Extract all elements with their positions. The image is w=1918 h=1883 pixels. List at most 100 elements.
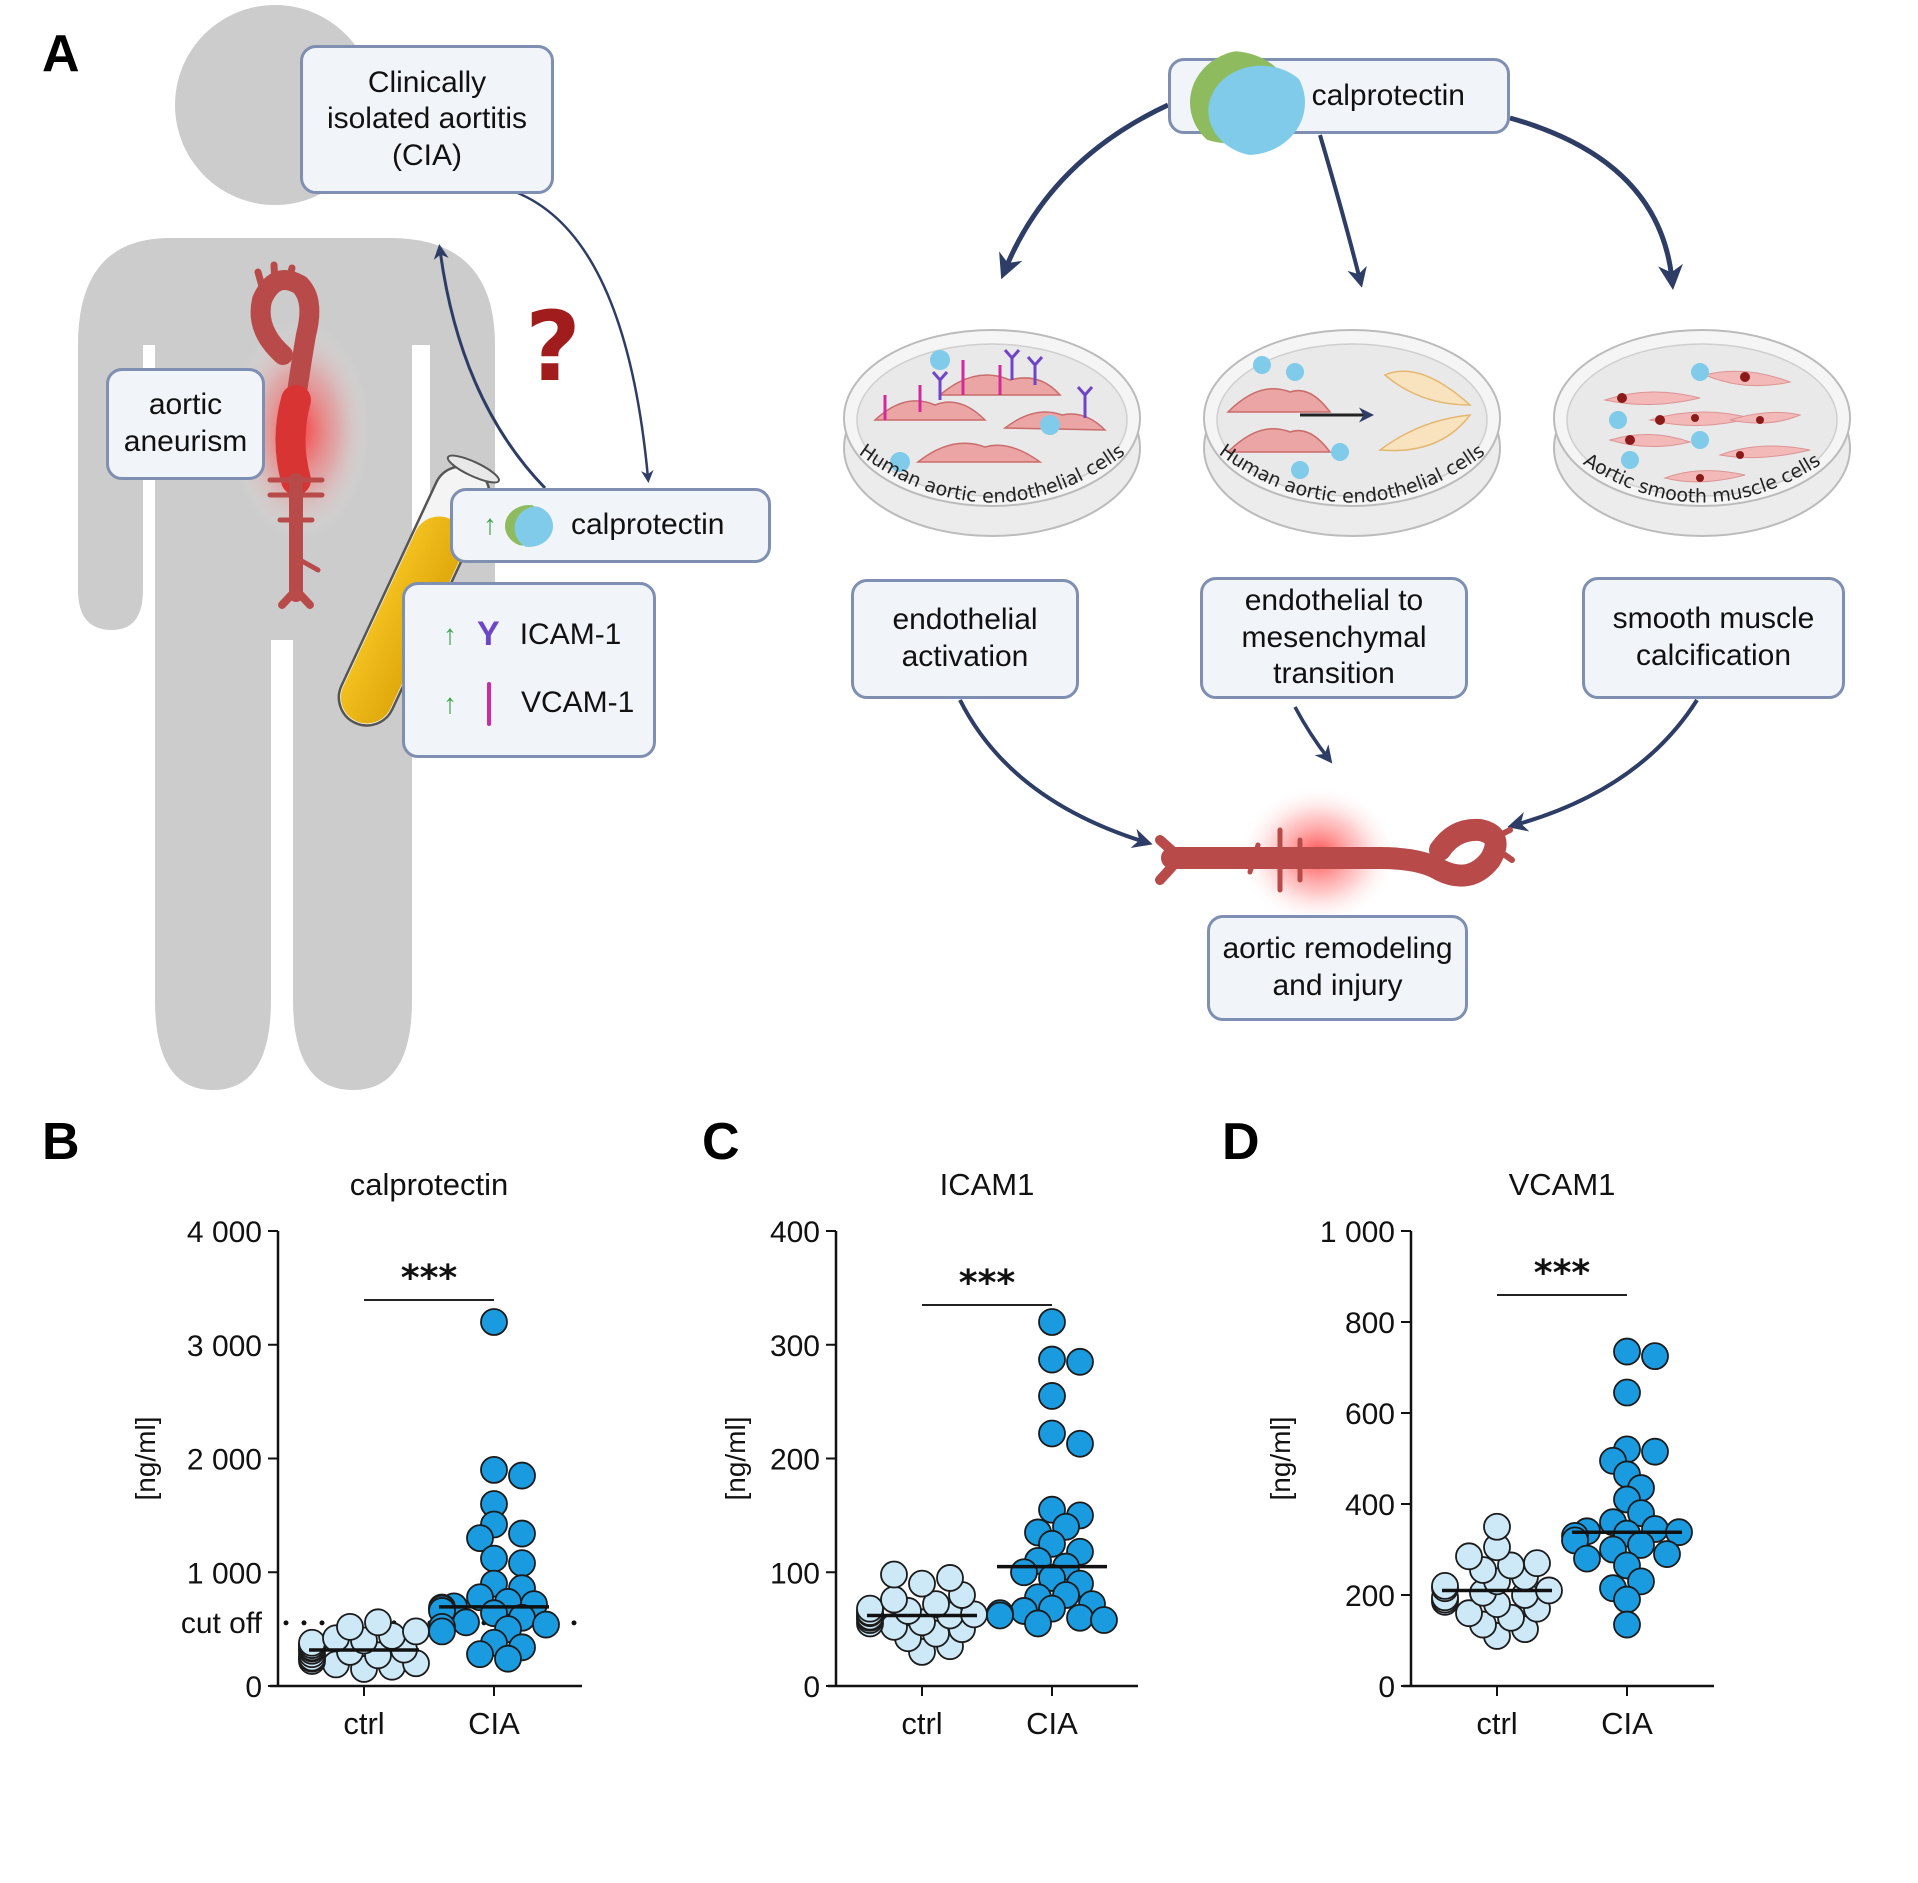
y-tick-label: 400: [770, 1216, 820, 1249]
vcam-molecule-icon: [487, 681, 491, 726]
data-point-cia: [1613, 1337, 1641, 1366]
data-point-ctrl: [402, 1617, 430, 1646]
emt-box: endothelial to mesenchymal transition: [1200, 577, 1468, 699]
aorta-horizontal-icon: [1155, 818, 1515, 893]
calprotectin-protein-icon: [1190, 50, 1305, 155]
data-point-cia: [466, 1640, 494, 1669]
data-point-cia: [1613, 1610, 1641, 1639]
data-point-ctrl: [1455, 1542, 1483, 1571]
y-tick-label: 4 000: [187, 1216, 262, 1249]
arrow-cia-to-calprotectin: [509, 188, 654, 483]
panel-label-d: D: [1222, 1113, 1260, 1171]
data-point-cia: [1066, 1429, 1094, 1458]
x-tick-label: CIA: [1601, 1706, 1653, 1741]
data-point-cia: [1038, 1308, 1066, 1336]
blood-calprotectin-box: ↑ calprotectin: [450, 488, 771, 563]
arrow-emt-to-remodeling: [1293, 706, 1333, 764]
data-point-cia: [1066, 1603, 1094, 1632]
data-point-cia: [1038, 1419, 1066, 1448]
x-tick-label: ctrl: [1476, 1706, 1517, 1741]
data-point-cia: [986, 1601, 1014, 1630]
cutoff-label: cut off: [181, 1607, 263, 1640]
panel-label-a: A: [42, 25, 80, 83]
y-axis-label: [ng/ml]: [720, 1416, 751, 1500]
data-point-cia: [1090, 1606, 1118, 1634]
y-tick-label: 0: [1378, 1671, 1395, 1704]
data-point-ctrl: [336, 1612, 364, 1641]
smc-calcification-box: smooth muscle calcification: [1582, 577, 1845, 699]
y-tick-label: 200: [1345, 1580, 1395, 1613]
up-arrow-icon: ↑: [483, 509, 497, 541]
y-tick-label: 1 000: [187, 1557, 262, 1590]
data-point-cia: [428, 1617, 456, 1646]
calprotectin-label: calprotectin: [1311, 78, 1465, 112]
y-tick-label: 300: [770, 1330, 820, 1363]
chart-title: calprotectin: [350, 1167, 509, 1202]
data-point-cia: [1573, 1544, 1601, 1573]
question-mark-icon: ?: [525, 291, 581, 403]
y-tick-label: 2 000: [187, 1444, 262, 1477]
significance-label: ***: [1534, 1253, 1591, 1294]
significance-label: ***: [959, 1263, 1016, 1304]
aortic-aneurism-box: aortic aneurism: [106, 368, 265, 480]
up-arrow-icon: ↑: [443, 687, 457, 719]
data-point-cia: [452, 1608, 480, 1637]
petri-dish-icon: Human aortic endothelial cells: [1203, 329, 1501, 537]
data-point-ctrl: [298, 1628, 326, 1657]
data-point-cia: [466, 1524, 494, 1553]
arrow-activation-to-remodeling: [958, 699, 1153, 848]
calprotectin-label: calprotectin: [571, 508, 725, 542]
icam-molecule-icon: Y: [477, 615, 500, 654]
cia-box: Clinically isolated aortitis (CIA): [300, 45, 554, 194]
data-point-ctrl: [936, 1564, 964, 1592]
chart-title: VCAM1: [1509, 1167, 1616, 1202]
data-point-ctrl: [1431, 1572, 1459, 1600]
data-point-ctrl: [364, 1608, 392, 1637]
chart-title: ICAM1: [940, 1167, 1035, 1202]
y-tick-label: 0: [245, 1671, 262, 1704]
data-point-cia: [508, 1549, 536, 1578]
panel-label-b: B: [42, 1113, 80, 1171]
data-point-cia: [1024, 1609, 1052, 1638]
data-point-cia: [1613, 1585, 1641, 1614]
aortic-remodeling-box: aortic remodeling and injury: [1207, 915, 1468, 1021]
data-point-cia: [532, 1610, 560, 1639]
y-tick-label: 3 000: [187, 1330, 262, 1363]
y-tick-label: 100: [770, 1557, 820, 1590]
x-tick-label: CIA: [1026, 1706, 1078, 1741]
y-axis-label: [ng/ml]: [1265, 1416, 1296, 1500]
panel-label-c: C: [702, 1113, 740, 1171]
calprotectin-protein-icon: [505, 504, 553, 547]
data-point-ctrl: [908, 1569, 936, 1598]
data-point-ctrl: [1483, 1512, 1511, 1541]
y-tick-label: 800: [1345, 1307, 1395, 1340]
y-tick-label: 600: [1345, 1398, 1395, 1431]
vcam-row: ↑ VCAM-1: [443, 681, 635, 726]
petri-dish-icon: Aortic smooth muscle cells: [1553, 329, 1851, 537]
y-tick-label: 200: [770, 1444, 820, 1477]
x-tick-label: ctrl: [343, 1706, 384, 1741]
data-point-cia: [480, 1544, 508, 1573]
data-point-cia: [1613, 1378, 1641, 1407]
y-tick-label: 400: [1345, 1489, 1395, 1522]
data-point-cia: [494, 1644, 522, 1673]
arrow-to-activation: [999, 102, 1170, 280]
y-axis-label: [ng/ml]: [130, 1416, 161, 1500]
data-point-cia: [480, 1455, 508, 1484]
icam-label: ICAM-1: [519, 617, 622, 651]
aorta-icon: [250, 261, 325, 609]
arrow-to-smc: [1509, 115, 1683, 290]
icam-row: ↑ Y ICAM-1: [443, 614, 621, 655]
x-tick-label: CIA: [468, 1706, 520, 1741]
up-arrow-icon: ↑: [443, 618, 457, 650]
data-point-cia: [1066, 1347, 1094, 1376]
data-point-cia: [508, 1461, 536, 1490]
data-point-cia: [508, 1519, 536, 1548]
data-point-cia: [1641, 1437, 1669, 1466]
data-point-ctrl: [856, 1594, 884, 1623]
data-point-ctrl: [1455, 1599, 1483, 1628]
vcam-label: VCAM-1: [521, 686, 635, 720]
petri-dish-icon: Human aortic endothelial cells: [843, 329, 1141, 537]
